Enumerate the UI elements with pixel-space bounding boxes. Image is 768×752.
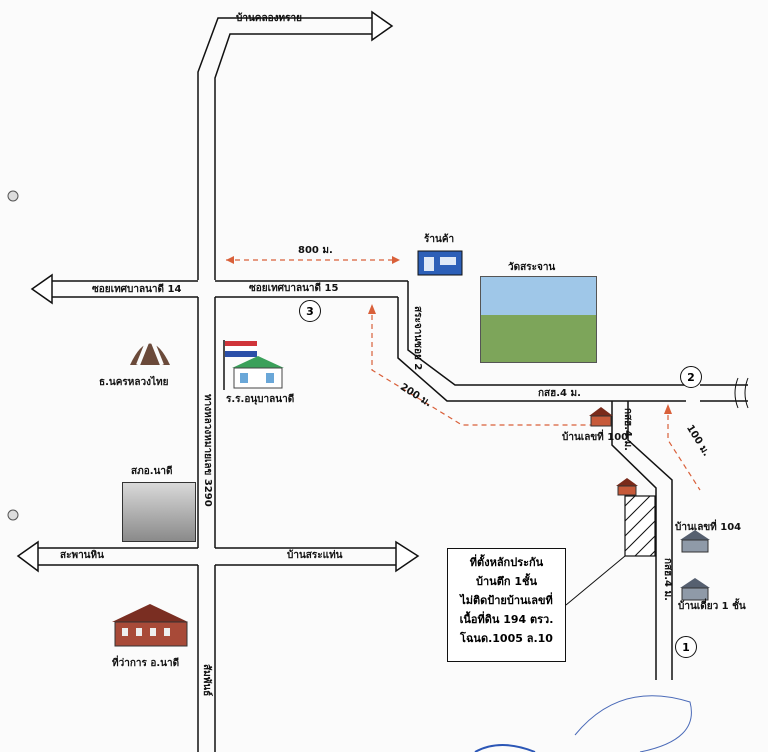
label-ks4: กสฮ.4 ม. [538, 388, 581, 399]
scan-mark-2 [7, 509, 19, 521]
label-district: ที่ว่าการ อ.นาดี [112, 658, 180, 669]
label-police: สภอ.นาดี [131, 466, 173, 477]
marker-3: 3 [299, 300, 321, 322]
dash-200m-arrow [368, 304, 376, 314]
collateral-note: ที่ตั้งหลักประกัน บ้านตึก 1ชั้น ไม่ติดป้… [447, 548, 566, 662]
arrow-west-saphan-hin [16, 540, 39, 573]
flag-blue [225, 351, 257, 357]
label-ks4-right: กสฮ.4 ม. [662, 558, 673, 601]
road-to-khlong-sai-edge [214, 33, 372, 280]
flag-white [225, 346, 257, 351]
arrow-khlong-sai [371, 10, 394, 42]
road-ks4-left [611, 401, 657, 680]
house-100-icon [589, 407, 613, 427]
scan-mark-1 [7, 190, 19, 202]
distance-800m: 800 ม. [298, 245, 333, 256]
collateral-hatch [624, 495, 656, 557]
note-line-3: ไม่ติดป้ายบ้านเลขที่ [460, 594, 553, 607]
dash-800m-arrow-left [226, 256, 234, 264]
label-ks4-vertical: กสฮ.4 ม. [622, 408, 633, 451]
road-to-khlong-sai [197, 17, 372, 280]
marker-2: 2 [680, 366, 702, 388]
flag-red-top [225, 341, 257, 346]
arrow-west-soi14 [30, 273, 53, 305]
label-temple: วัดสระจาน [508, 262, 556, 273]
dash-100m [667, 406, 701, 491]
dash-100m-arrow [664, 404, 672, 414]
label-soi14: ซอยเทศบาลนาดี 14 [92, 284, 182, 295]
stamp-arc [474, 744, 536, 752]
dash-800m-arrow-right [392, 256, 400, 264]
label-house-104: บ้านเลขที่ 104 [675, 522, 742, 533]
shop-door-icon [424, 257, 434, 271]
label-saphan-hin: สะพานหิน [60, 550, 104, 561]
temple-photo [480, 276, 597, 363]
police-station-photo [122, 482, 196, 542]
shop-window-icon [440, 257, 456, 265]
road-break-marks [734, 377, 749, 409]
label-shop: ร้านค้า [424, 234, 455, 245]
label-khlong-sai: บ้านคลองทราย [236, 13, 302, 24]
house-104-icon [680, 530, 710, 553]
marker-1: 1 [675, 636, 697, 658]
label-samphan: สัมพันธ์ [201, 664, 212, 697]
road-soi2-inner [397, 297, 686, 402]
label-school: ร.ร.อนุบาลนาดี [226, 394, 295, 405]
label-bank: ธ.นครหลวงไทย [99, 377, 169, 388]
house-small-icon [616, 478, 638, 496]
school-window-2 [266, 373, 274, 383]
note-line-4: เนื้อที่ดิน 194 ตรว. [459, 613, 554, 626]
label-route3290: ทางหลวงหมายเลข 3290 [202, 394, 213, 507]
note-line-2: บ้านตึก 1ชั้น [476, 575, 537, 588]
dash-200m [371, 306, 604, 426]
note-line-1: ที่ตั้งหลักประกัน [469, 556, 544, 569]
road-east-end [700, 384, 748, 402]
stamp-outline [574, 695, 692, 752]
label-soi15: ซอยเทศบาลนาดี 15 [249, 283, 339, 294]
label-house-single: บ้านเดี่ยว 1 ชั้น [678, 601, 746, 612]
school-window-1 [240, 373, 248, 383]
road-soi2-outer [407, 281, 686, 386]
school-roof-icon [232, 356, 284, 368]
bank-logo-icon [130, 343, 170, 365]
road-ks4-right [627, 401, 673, 680]
label-ban-sa-pan: บ้านสระแท่น [287, 550, 343, 561]
label-house-100: บ้านเลขที่ 100 [562, 432, 629, 443]
arrow-east-ban-sa-pan [395, 540, 420, 573]
bank-logo-mark [136, 329, 164, 366]
label-sa-chan-soi2: สระจานซอย 2 [412, 306, 423, 371]
note-line-5: โฉนด.1005 ล.10 [460, 632, 553, 645]
note-pointer [565, 555, 626, 606]
house-single-icon [680, 578, 710, 601]
district-office-icon [112, 604, 188, 647]
